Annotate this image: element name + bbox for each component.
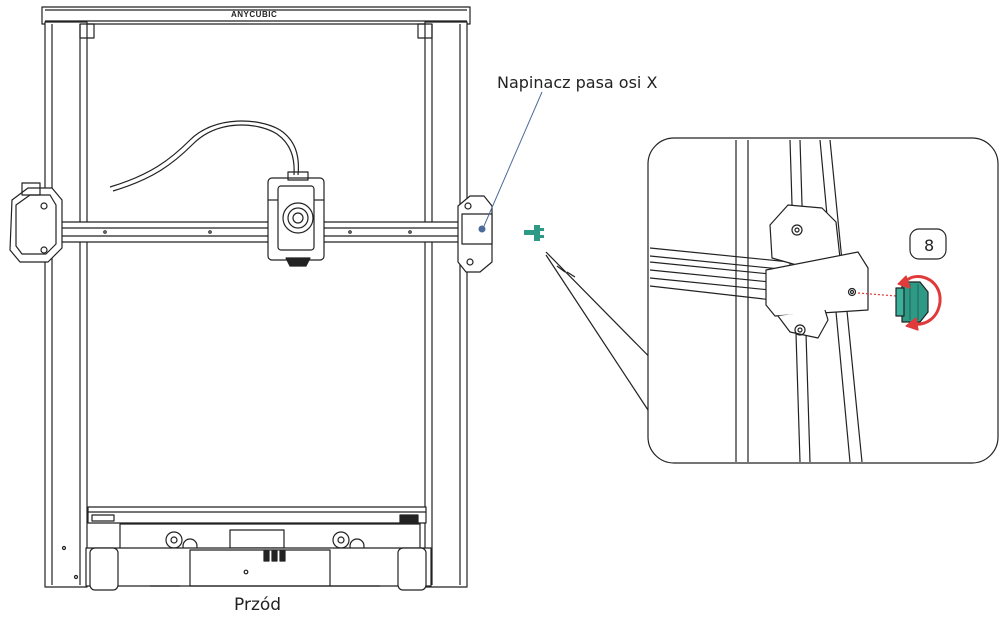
print-head: [267, 171, 325, 267]
rotation-arrow-icon: [897, 275, 942, 331]
callout-leader-line: [483, 91, 543, 227]
left-x-motor-bracket: [9, 182, 63, 263]
zoom-inset: [647, 137, 999, 464]
belt-tensioner-knob-icon: [524, 225, 544, 241]
step-number: 8: [924, 236, 935, 255]
zoom-line-lower: [545, 254, 649, 411]
filament-tube: [109, 120, 300, 188]
callout-label: Napinacz pasa osi X: [497, 73, 658, 92]
front-label: Przód: [234, 595, 282, 615]
brand-logo: ANYCUBIC: [231, 10, 278, 19]
printer-base: [85, 523, 432, 591]
belt-tensioner-knob-large: [895, 281, 929, 323]
x-axis-gantry: [44, 221, 471, 243]
step-number-box: [909, 228, 947, 260]
printer-frame: [41, 6, 471, 588]
x-belt-tensioner-highlight: [478, 225, 486, 233]
right-x-idler-bracket: [457, 195, 493, 273]
heated-bed: [87, 506, 427, 524]
